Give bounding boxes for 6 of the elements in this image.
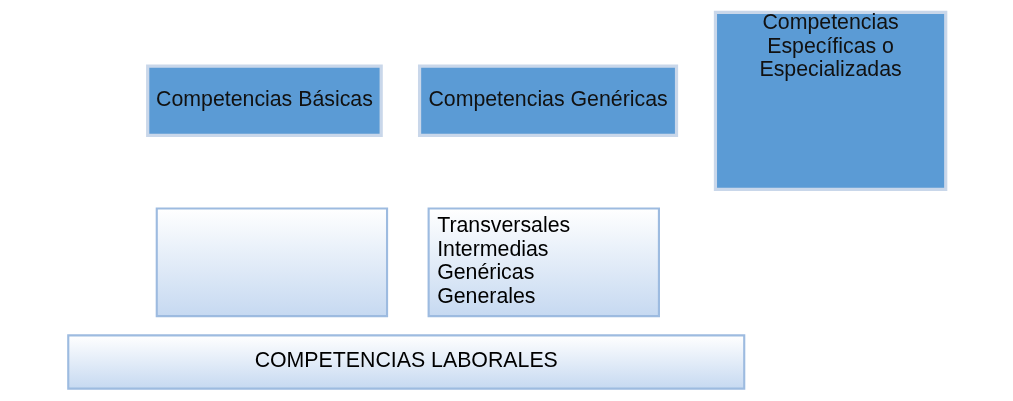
node-box: Competencias Genéricas xyxy=(417,64,678,138)
node-box: Competencias Específicas o Especializadas xyxy=(713,10,947,191)
node-box: COMPETENCIAS LABORALES xyxy=(66,334,745,390)
node-box: Competencias Básicas xyxy=(145,64,383,138)
node-box xyxy=(155,207,388,318)
node-box: Transversales Intermedias Genéricas Generales xyxy=(427,207,660,318)
